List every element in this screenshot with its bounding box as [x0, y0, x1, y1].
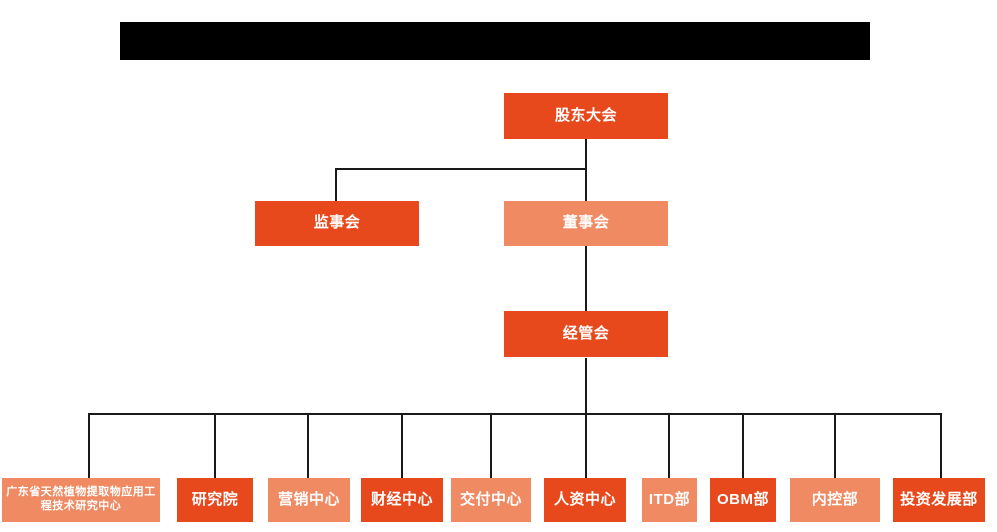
connector-drop-4 [401, 413, 403, 478]
connector-drop-2 [214, 413, 216, 478]
connector-shareholders-down [585, 138, 587, 170]
node-marketing-center[interactable]: 营销中心 [268, 478, 350, 522]
connector-directors-to-management [585, 243, 587, 311]
node-label: 财经中心 [370, 490, 433, 508]
node-management[interactable]: 经管会 [504, 311, 668, 357]
node-delivery-center[interactable]: 交付中心 [451, 478, 531, 522]
connector-drop-5 [490, 413, 492, 478]
node-eng-research-center[interactable]: 广东省天然植物提取物应用工程技术研究中心 [2, 478, 160, 522]
connector-drop-7 [668, 413, 670, 478]
node-obm-dept[interactable]: OBM部 [710, 478, 776, 522]
node-label: 经管会 [562, 324, 610, 342]
node-label: 董事会 [562, 214, 610, 232]
connector-drop-10 [940, 413, 942, 478]
node-directors[interactable]: 董事会 [504, 201, 668, 246]
node-label: OBM部 [717, 490, 769, 508]
connector-drop-8 [742, 413, 744, 478]
node-label: 监事会 [313, 214, 361, 232]
connector-level4-bus [88, 413, 941, 415]
node-internal-control-dept[interactable]: 内控部 [790, 478, 880, 522]
connector-to-supervisors [335, 168, 337, 201]
node-label: 股东大会 [554, 106, 617, 124]
redacted-title-bar [120, 22, 870, 60]
node-label: 投资发展部 [900, 490, 978, 508]
node-label: ITD部 [648, 490, 691, 508]
node-investment-development-dept[interactable]: 投资发展部 [893, 478, 985, 522]
node-research-institute[interactable]: 研究院 [177, 478, 253, 522]
connector-drop-1 [88, 413, 90, 478]
node-label: 广东省天然植物提取物应用工程技术研究中心 [6, 486, 156, 512]
node-itd-dept[interactable]: ITD部 [642, 478, 697, 522]
connector-to-directors [585, 168, 587, 201]
node-label: 内控部 [811, 490, 859, 508]
node-finance-center[interactable]: 财经中心 [361, 478, 443, 522]
node-label: 交付中心 [459, 490, 522, 508]
connector-management-down [585, 358, 587, 478]
node-shareholders[interactable]: 股东大会 [504, 93, 668, 139]
node-supervisors[interactable]: 监事会 [255, 201, 419, 246]
node-label: 研究院 [191, 490, 239, 508]
connector-drop-9 [834, 413, 836, 478]
connector-drop-3 [307, 413, 309, 478]
node-label: 人资中心 [553, 490, 616, 508]
node-label: 营销中心 [277, 490, 340, 508]
node-hr-center[interactable]: 人资中心 [544, 478, 626, 522]
connector-level2-bus [335, 168, 587, 170]
